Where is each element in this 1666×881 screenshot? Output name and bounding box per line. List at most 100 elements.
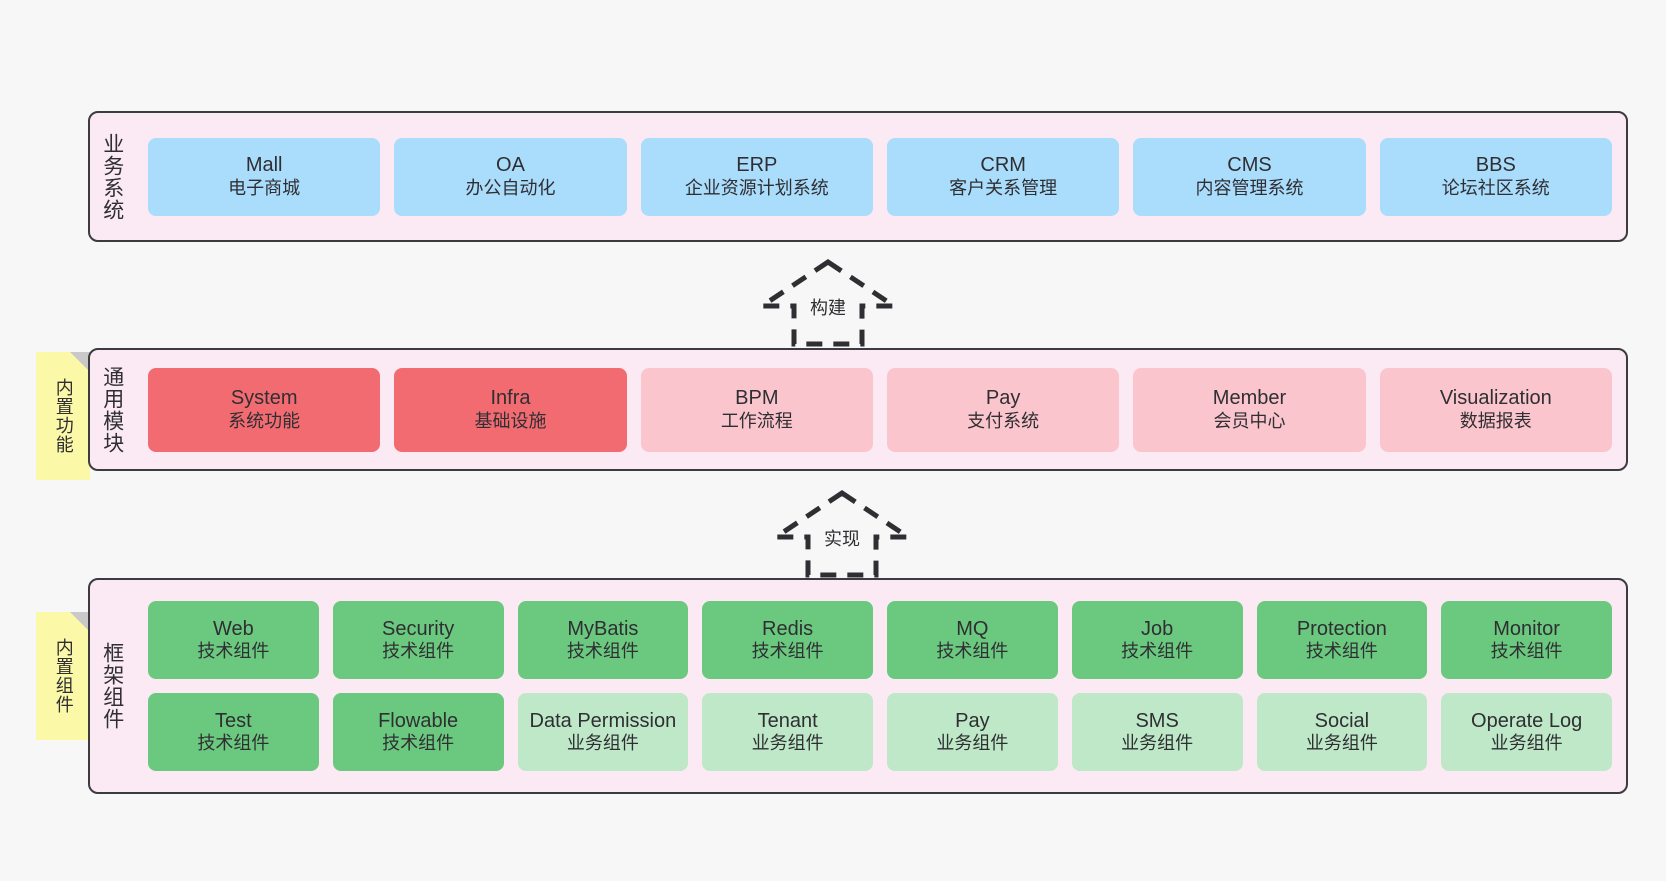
card-title: Redis: [762, 617, 814, 640]
card-title: Data Permission: [529, 709, 677, 732]
card-title: Operate Log: [1471, 709, 1583, 732]
layer-business-systems: 业务系统 Mall 电子商城 OA 办公自动化 ERP 企业资源计划系统 CRM…: [88, 111, 1628, 242]
card-bpm[interactable]: BPM 工作流程: [640, 367, 873, 452]
card-subtitle: 办公自动化: [465, 177, 556, 198]
card-subtitle: 数据报表: [1459, 410, 1532, 431]
framework-row-business: Test 技术组件 Flowable 技术组件 Data Permission …: [148, 693, 1612, 771]
card-subtitle: 电子商城: [228, 177, 301, 198]
card-web[interactable]: Web 技术组件: [148, 601, 319, 679]
card-subtitle: 工作流程: [720, 410, 793, 431]
note-builtin-components: 内置组件: [36, 612, 90, 740]
card-subtitle: 内容管理系统: [1195, 177, 1304, 198]
card-subtitle: 技术组件: [197, 641, 270, 662]
card-title: OA: [496, 154, 525, 177]
card-subtitle: 论坛社区系统: [1441, 177, 1550, 198]
card-subtitle: 业务组件: [1305, 733, 1378, 754]
card-subtitle: 技术组件: [382, 641, 455, 662]
layer-title-framework: 框架组件: [100, 642, 124, 730]
card-title: Test: [215, 709, 252, 732]
card-job[interactable]: Job 技术组件: [1071, 601, 1243, 679]
card-subtitle: 技术组件: [936, 641, 1009, 662]
card-title: Member: [1212, 387, 1287, 410]
card-erp[interactable]: ERP 企业资源计划系统: [640, 137, 873, 216]
layer-framework-components: 框架组件 Web 技术组件 Security 技术组件 MyBatis 技术组件…: [88, 578, 1628, 794]
card-cms[interactable]: CMS 内容管理系统: [1133, 137, 1366, 216]
card-mq[interactable]: MQ 技术组件: [887, 601, 1058, 679]
arrow-build: 构建: [753, 258, 903, 347]
card-crm[interactable]: CRM 客户关系管理: [886, 137, 1120, 216]
card-subtitle: 会员中心: [1213, 410, 1286, 431]
card-protection[interactable]: Protection 技术组件: [1256, 601, 1428, 679]
card-flowable[interactable]: Flowable 技术组件: [332, 693, 504, 771]
layer-title-business: 业务系统: [100, 132, 124, 221]
framework-row-tech: Web 技术组件 Security 技术组件 MyBatis 技术组件 Redi…: [148, 601, 1612, 679]
card-title: Security: [382, 617, 455, 640]
card-data-permission[interactable]: Data Permission 业务组件: [517, 693, 689, 771]
card-subtitle: 系统功能: [228, 410, 301, 431]
card-subtitle: 技术组件: [1490, 641, 1563, 662]
card-subtitle: 技术组件: [751, 641, 824, 662]
card-sms[interactable]: SMS 业务组件: [1071, 693, 1243, 771]
card-operate-log[interactable]: Operate Log 业务组件: [1441, 693, 1612, 771]
card-pay-component[interactable]: Pay 业务组件: [887, 693, 1058, 771]
arrow-implement-label: 实现: [824, 529, 860, 549]
card-subtitle: 基础设施: [474, 410, 547, 431]
card-bbs[interactable]: BBS 论坛社区系统: [1379, 137, 1612, 216]
card-subtitle: 业务组件: [566, 733, 639, 754]
note-fold-corner-icon: [70, 612, 90, 632]
card-test[interactable]: Test 技术组件: [148, 693, 319, 771]
card-title: Pay: [955, 709, 990, 732]
card-title: Social: [1314, 709, 1370, 732]
layer-body-framework: Web 技术组件 Security 技术组件 MyBatis 技术组件 Redi…: [134, 580, 1626, 792]
card-subtitle: 技术组件: [566, 641, 639, 662]
card-tenant[interactable]: Tenant 业务组件: [702, 693, 873, 771]
card-visualization[interactable]: Visualization 数据报表: [1379, 367, 1612, 452]
card-title: Flowable: [378, 709, 459, 732]
card-subtitle: 业务组件: [936, 733, 1009, 754]
card-title: Tenant: [757, 709, 818, 732]
note-fold-corner-icon: [70, 352, 90, 372]
layer-body-business: Mall 电子商城 OA 办公自动化 ERP 企业资源计划系统 CRM 客户关系…: [134, 113, 1626, 240]
card-oa[interactable]: OA 办公自动化: [394, 137, 627, 216]
card-system[interactable]: System 系统功能: [148, 367, 381, 452]
card-subtitle: 业务组件: [751, 733, 824, 754]
card-title: Infra: [490, 387, 531, 410]
card-title: MyBatis: [567, 617, 639, 640]
note-label: 内置功能: [53, 378, 74, 454]
card-title: System: [230, 387, 298, 410]
card-monitor[interactable]: Monitor 技术组件: [1441, 601, 1612, 679]
card-title: Job: [1141, 617, 1174, 640]
card-redis[interactable]: Redis 技术组件: [702, 601, 873, 679]
card-subtitle: 客户关系管理: [949, 177, 1058, 198]
card-title: CRM: [980, 154, 1026, 177]
arrow-build-label: 构建: [810, 298, 846, 318]
card-mybatis[interactable]: MyBatis 技术组件: [517, 601, 689, 679]
card-security[interactable]: Security 技术组件: [332, 601, 504, 679]
card-social[interactable]: Social 业务组件: [1256, 693, 1428, 771]
card-title: MQ: [956, 617, 989, 640]
card-subtitle: 技术组件: [1121, 641, 1194, 662]
card-subtitle: 业务组件: [1490, 733, 1563, 754]
card-title: Pay: [985, 387, 1021, 410]
card-title: Visualization: [1439, 387, 1552, 410]
card-subtitle: 企业资源计划系统: [684, 177, 829, 198]
card-title: Monitor: [1493, 617, 1560, 640]
layer-title-modules: 通用模块: [100, 365, 124, 454]
card-title: Web: [212, 617, 254, 640]
layer-body-modules: System 系统功能 Infra 基础设施 BPM 工作流程 Pay 支付系统…: [134, 350, 1626, 469]
card-title: BBS: [1475, 154, 1516, 177]
card-infra[interactable]: Infra 基础设施: [394, 367, 627, 452]
card-title: ERP: [736, 154, 778, 177]
card-member[interactable]: Member 会员中心: [1133, 367, 1366, 452]
card-subtitle: 支付系统: [967, 410, 1040, 431]
layer-common-modules: 通用模块 System 系统功能 Infra 基础设施 BPM 工作流程 Pay…: [88, 348, 1628, 471]
card-subtitle: 技术组件: [382, 733, 455, 754]
card-mall[interactable]: Mall 电子商城: [148, 137, 381, 216]
card-subtitle: 技术组件: [197, 733, 270, 754]
card-title: CMS: [1227, 154, 1272, 177]
card-title: Mall: [245, 154, 283, 177]
card-pay-module[interactable]: Pay 支付系统: [886, 367, 1120, 452]
card-title: BPM: [735, 387, 779, 410]
note-builtin-functions: 内置功能: [36, 352, 90, 480]
